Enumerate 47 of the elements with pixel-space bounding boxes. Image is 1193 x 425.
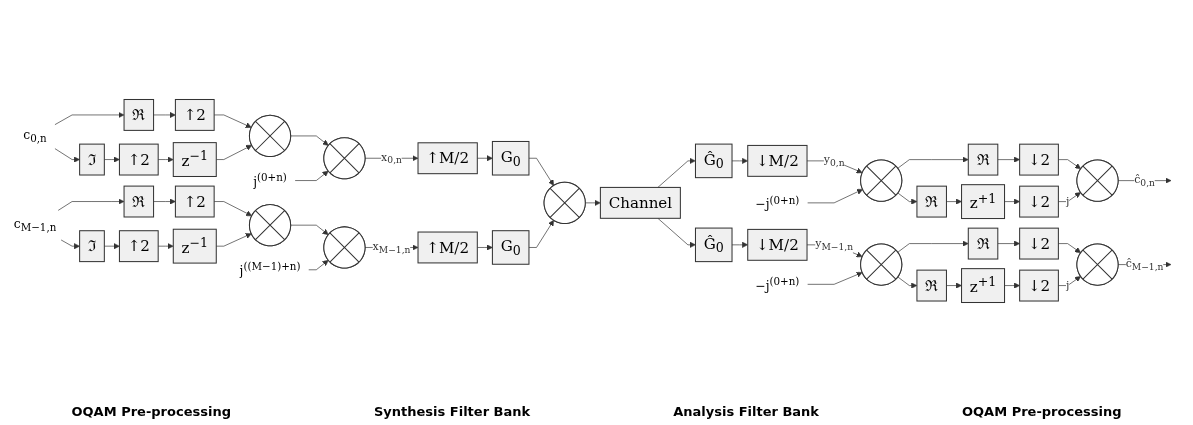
node-box: Channel: [599, 186, 681, 219]
node-text: −j$^{(0+n)}$: [755, 193, 800, 212]
node-box: G$_{0}$: [491, 230, 530, 265]
section-label: OQAM Pre-processing: [71, 404, 231, 419]
node-box: ℑ: [79, 230, 105, 263]
node-text: c$_{0,n}$: [23, 127, 47, 145]
node-box: ↓2: [1019, 143, 1059, 176]
node-box: ↑2: [174, 99, 215, 131]
node-box: ↓2: [1019, 269, 1059, 302]
node-box: ℜ: [916, 269, 947, 302]
node-box: ℜ: [123, 99, 155, 131]
section-label: OQAM Pre-processing: [962, 404, 1122, 419]
edge-label: ĉ$_{M−1,n}$: [1125, 256, 1164, 272]
node-box: z$^{−1}$: [172, 142, 217, 177]
node-box: ℜ: [123, 185, 155, 218]
node-text: c$_{M−1,n}$: [13, 216, 57, 235]
node-box: ↓2: [1019, 227, 1059, 260]
node-text: −j$^{(0+n)}$: [755, 275, 800, 293]
edge-label: x$_{M−1,n}$: [372, 239, 411, 255]
node-box: ℜ: [967, 143, 999, 176]
node-box: ↓M/2: [747, 228, 808, 261]
node-box: ℜ: [916, 185, 947, 218]
node-box: ↑2: [118, 143, 159, 176]
node-box: ↓M/2: [747, 144, 808, 177]
edge-label: j: [1065, 278, 1070, 292]
node-box: ℜ: [967, 227, 999, 260]
node-box: Ĝ$_{0}$: [694, 143, 733, 179]
edge-label: ĉ$_{0,n}$: [1134, 172, 1155, 188]
edge-label: y$_{0,n}$: [823, 152, 845, 169]
node-box: ↑2: [174, 185, 215, 218]
node-box: z$^{−1}$: [172, 228, 217, 264]
node-box: z$^{+1}$: [961, 268, 1006, 303]
node-box: ↓2: [1019, 185, 1059, 218]
node-box: Ĝ$_{0}$: [694, 227, 733, 263]
section-label: Synthesis Filter Bank: [373, 404, 531, 419]
section-label: Analysis Filter Bank: [673, 404, 819, 419]
edge-label: x$_{0,n}$: [381, 150, 402, 166]
node-text: j$^{(0+n)}$: [253, 171, 287, 189]
node-box: ℑ: [79, 143, 105, 176]
edge-label: y$_{M−1,n}$: [815, 236, 854, 253]
node-box: ↑2: [118, 230, 159, 263]
node-box: z$^{+1}$: [961, 184, 1006, 220]
edge-label: j: [1065, 194, 1070, 208]
node-box: ↑M/2: [417, 142, 478, 175]
node-box: ↑M/2: [417, 231, 478, 264]
node-box: G$_{0}$: [491, 140, 530, 176]
node-text: j$^{((M−1)+n)}$: [239, 260, 301, 279]
